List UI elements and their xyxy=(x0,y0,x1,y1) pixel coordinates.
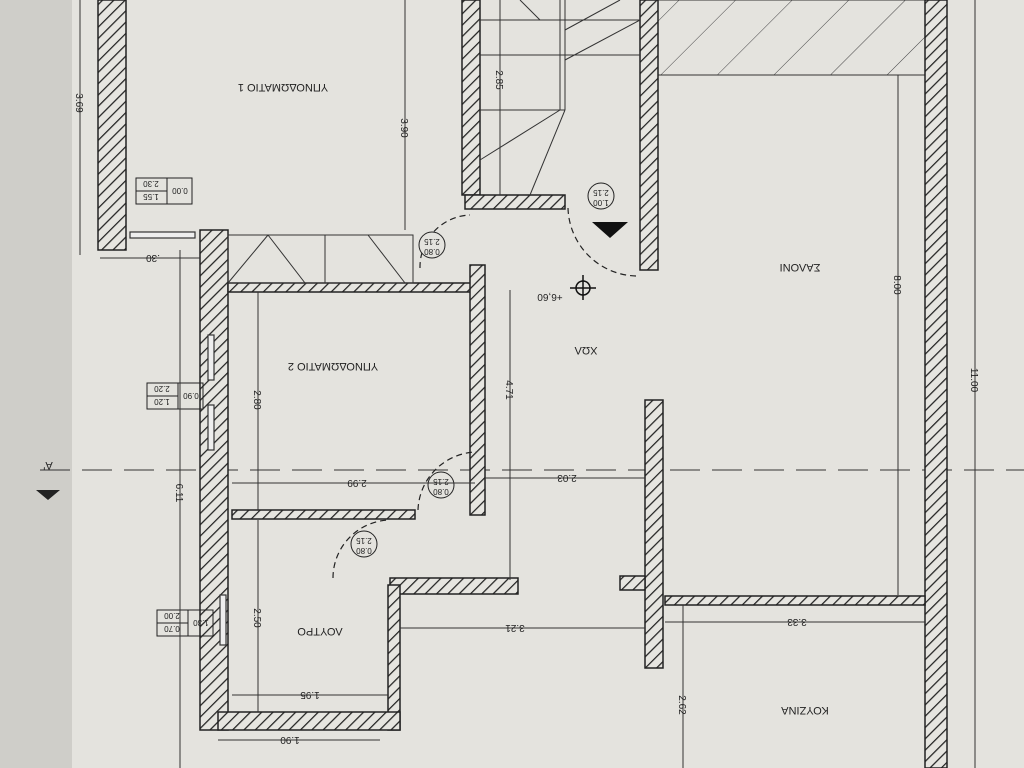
room-labels: ΥΠΝΟΔΩΜΑΤΙΟ 1 ΥΠΝΟΔΩΜΑΤΙΟ 2 ΧΩΛ ΣΑΛΟΝΙ Λ… xyxy=(238,81,829,716)
room-bedroom-1: ΥΠΝΟΔΩΜΑΤΙΟ 1 xyxy=(238,81,328,93)
room-hall: ΧΩΛ xyxy=(574,344,598,356)
svg-text:0.90: 0.90 xyxy=(183,391,199,400)
door-swings xyxy=(332,207,637,579)
svg-text:3.33: 3.33 xyxy=(787,616,807,627)
room-living: ΣΑΛΟΝΙ xyxy=(780,261,821,273)
svg-text:2.15: 2.15 xyxy=(433,477,449,486)
room-kitchen: ΚΟΥΖΙΝΑ xyxy=(781,704,829,716)
svg-text:.30: .30 xyxy=(146,252,160,263)
entrance-arrow-icon xyxy=(592,222,628,238)
section-mark: A' xyxy=(43,459,52,471)
paper-sheet xyxy=(70,0,1024,768)
void-area xyxy=(657,0,926,76)
svg-text:0.80: 0.80 xyxy=(433,487,449,496)
svg-text:1.30: 1.30 xyxy=(193,618,209,627)
svg-text:2.15: 2.15 xyxy=(356,536,372,545)
svg-text:0.80: 0.80 xyxy=(356,546,372,555)
door-tag: 2.15 0.80 xyxy=(350,530,378,558)
walls xyxy=(97,0,948,768)
door-tag: 2.15 0.80 xyxy=(427,471,455,499)
svg-text:2.85: 2.85 xyxy=(493,70,504,90)
svg-text:0.00: 0.00 xyxy=(172,186,188,195)
level-marker-icon xyxy=(570,275,596,300)
room-bathroom: ΛΟΥΤΡΟ xyxy=(297,625,343,637)
svg-text:8.00: 8.00 xyxy=(891,275,902,295)
staircase xyxy=(479,0,641,196)
svg-text:3.90: 3.90 xyxy=(398,118,409,138)
svg-text:4.71: 4.71 xyxy=(503,380,514,400)
svg-text:1.55: 1.55 xyxy=(143,192,159,201)
door-tag: 2.15 0.80 xyxy=(418,231,446,259)
level-label: +6,60 xyxy=(537,291,563,302)
dimension-labels: 3.69 3.90 2.85 8.00 11.00 4.71 2.80 6.11… xyxy=(73,70,979,745)
window-tag: 1.30 2.00 0.70 xyxy=(156,609,214,637)
balcony-railing xyxy=(227,234,414,284)
svg-text:0.70: 0.70 xyxy=(164,624,180,633)
dimension-lines xyxy=(79,0,976,768)
windows xyxy=(129,231,227,646)
section-arrow-icon xyxy=(36,490,60,500)
door-tag: 2.15 1.00 xyxy=(587,182,615,210)
svg-text:2.30: 2.30 xyxy=(143,179,159,188)
window-tag: 0.90 2.20 1.20 xyxy=(146,382,204,410)
svg-text:3.21: 3.21 xyxy=(505,622,525,633)
svg-text:6.11: 6.11 xyxy=(173,484,184,503)
svg-text:1.95: 1.95 xyxy=(300,689,320,700)
svg-text:1.90: 1.90 xyxy=(280,734,300,745)
svg-text:3.69: 3.69 xyxy=(73,93,84,113)
svg-text:2.00: 2.00 xyxy=(164,611,180,620)
window-tag: 0.00 2.30 1.55 xyxy=(135,177,193,205)
svg-text:2.50: 2.50 xyxy=(251,608,262,628)
svg-text:11.00: 11.00 xyxy=(968,368,979,393)
svg-text:2.20: 2.20 xyxy=(154,384,170,393)
svg-text:2.80: 2.80 xyxy=(251,390,262,410)
svg-text:0.80: 0.80 xyxy=(424,247,440,256)
svg-text:2.03: 2.03 xyxy=(557,472,577,483)
room-bedroom-2: ΥΠΝΟΔΩΜΑΤΙΟ 2 xyxy=(288,360,378,372)
svg-text:2.15: 2.15 xyxy=(593,188,609,197)
svg-text:2.62: 2.62 xyxy=(676,695,687,715)
svg-text:2.15: 2.15 xyxy=(424,237,440,246)
svg-text:2.99: 2.99 xyxy=(347,477,367,488)
svg-text:1.20: 1.20 xyxy=(154,397,170,406)
svg-text:1.00: 1.00 xyxy=(593,198,609,207)
